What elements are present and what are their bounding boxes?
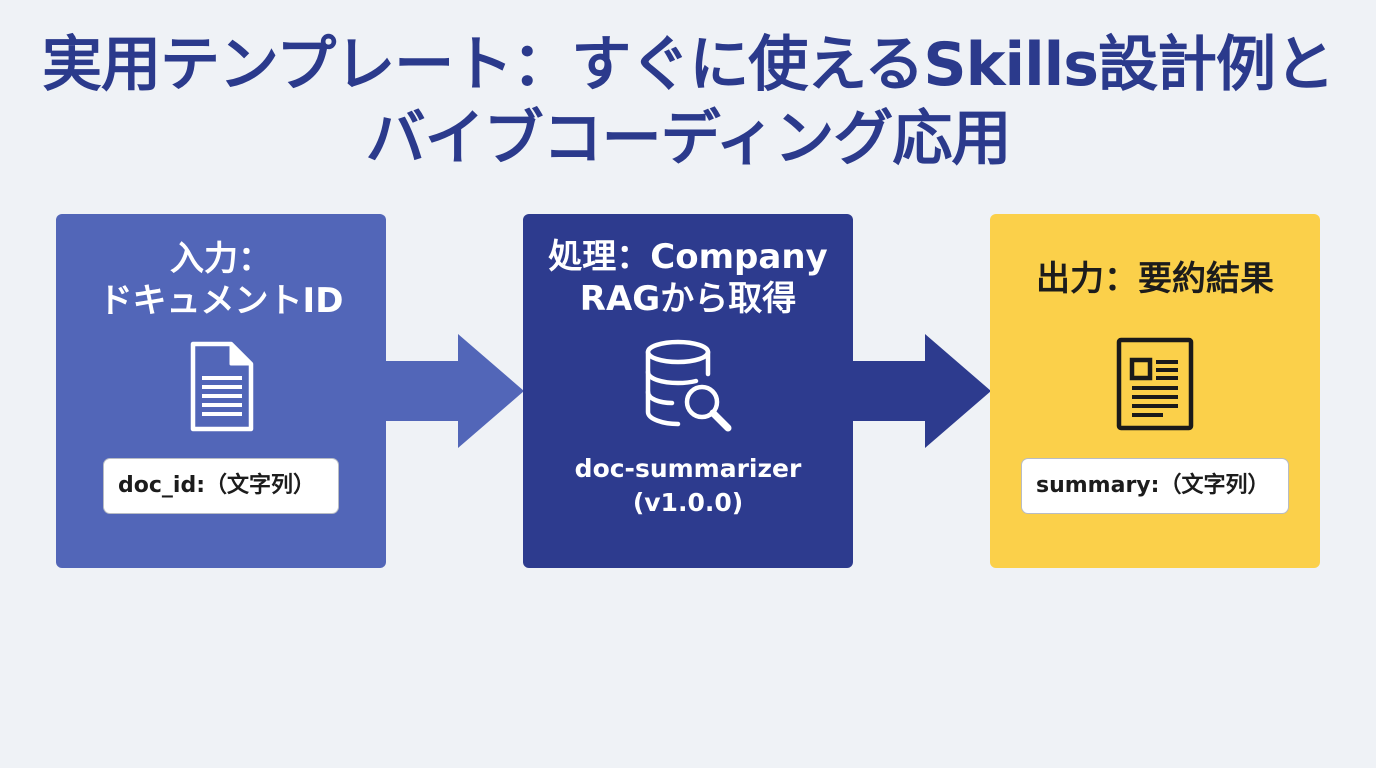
database-search-icon: [645, 339, 732, 432]
skill-label: doc-summarizer (v1.0.0): [523, 452, 853, 520]
skill-version: (v1.0.0): [632, 488, 744, 517]
output-heading: 出力：要約結果: [1036, 259, 1274, 299]
page-title: 実用テンプレート：すぐに使えるSkills設計例と バイブコーディング応用: [0, 28, 1376, 176]
title-line-2: バイブコーディング応用: [365, 104, 1012, 174]
input-heading: 入力： ドキュメントID: [56, 238, 386, 322]
process-heading-line-1: 処理：Company: [548, 237, 828, 277]
summary-field: summary:（文字列）: [1021, 458, 1289, 514]
skill-name: doc-summarizer: [574, 454, 802, 483]
input-heading-line-1: 入力：: [170, 239, 272, 279]
input-card: 入力： ドキュメントID doc_id:（文字列）: [56, 214, 386, 568]
doc-id-field: doc_id:（文字列）: [103, 458, 339, 514]
arrow-right-icon: [386, 334, 524, 448]
output-card: 出力：要約結果 summary:（文字列）: [990, 214, 1320, 568]
input-heading-line-2: ドキュメントID: [98, 281, 344, 321]
process-card: 処理：Company RAGから取得 doc-summarizer (v1.0.…: [523, 214, 853, 568]
report-icon: [1116, 337, 1194, 431]
title-line-1: 実用テンプレート：すぐに使えるSkills設計例と: [42, 30, 1335, 100]
arrow-right-icon: [853, 334, 991, 448]
process-heading: 処理：Company RAGから取得: [523, 236, 853, 320]
document-icon: [190, 341, 254, 432]
process-heading-line-2: RAGから取得: [579, 279, 797, 319]
